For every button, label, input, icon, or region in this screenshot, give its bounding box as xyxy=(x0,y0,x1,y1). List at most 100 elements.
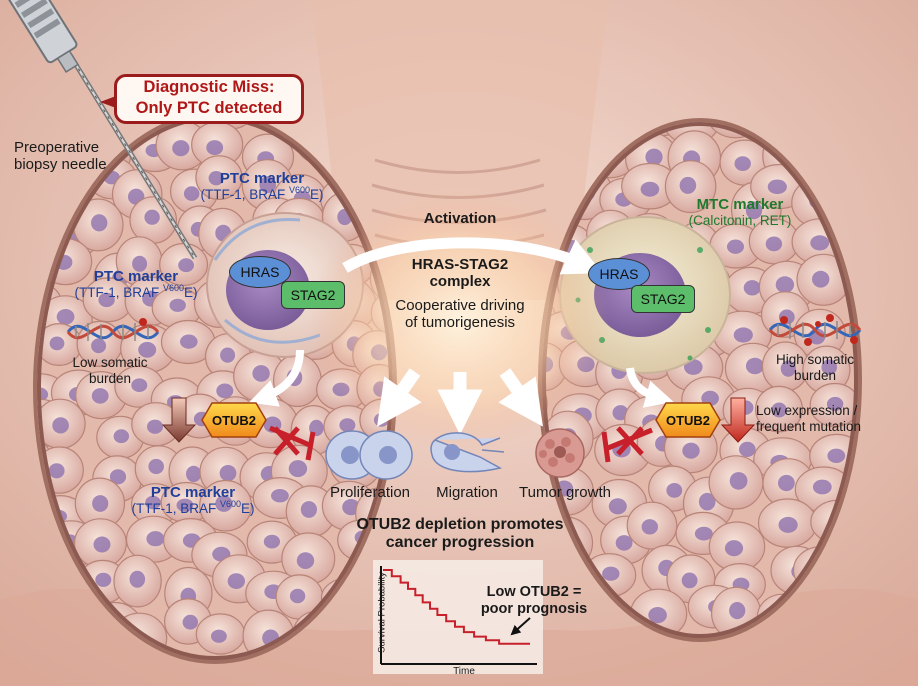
cell-nucleus xyxy=(131,378,148,393)
callout-pointer xyxy=(100,96,116,108)
cell-nucleus xyxy=(252,365,270,382)
cell-nucleus xyxy=(821,359,837,376)
outcome-tumor-growth: Tumor growth xyxy=(519,484,611,501)
cell-nucleus xyxy=(641,519,658,535)
cell-nucleus xyxy=(694,526,713,541)
cell-nucleus xyxy=(259,176,277,194)
ptc-marker-top: PTC marker (TTF-1, BRAF V600E) xyxy=(200,170,324,203)
left-otub2-label: OTUB2 xyxy=(211,412,257,428)
left-burden-label: Low somatic burden xyxy=(72,355,148,386)
outcome-migration: Migration xyxy=(436,484,498,501)
cell-nucleus xyxy=(767,179,787,195)
cell-nucleus xyxy=(701,390,719,406)
cell-nucleus xyxy=(812,270,830,288)
tumor-growth-arrow-icon xyxy=(498,368,543,427)
cell-nucleus xyxy=(93,536,111,553)
cell-nucleus xyxy=(679,176,697,194)
cell-nucleus xyxy=(206,140,224,156)
left-otub2-arrow-icon xyxy=(248,349,304,407)
migration-cell-icon xyxy=(430,432,505,473)
cell-nucleus xyxy=(145,495,161,510)
cell-nucleus xyxy=(220,347,236,363)
outcome-proliferation: Proliferation xyxy=(329,484,411,501)
cell-nucleus xyxy=(132,255,148,272)
cell-nucleus xyxy=(227,573,245,589)
cell-nucleus xyxy=(734,156,751,172)
cell-nucleus xyxy=(339,418,356,432)
cell-nucleus xyxy=(208,171,224,186)
cell-nucleus xyxy=(289,588,306,604)
cell-nucleus xyxy=(826,396,844,412)
left-decrease-arrow-icon xyxy=(161,397,197,443)
cell-nucleus xyxy=(648,607,667,624)
cell-nucleus xyxy=(211,629,227,643)
right-inhibition-icon xyxy=(601,426,653,463)
cell-nucleus xyxy=(49,336,65,351)
cell-nucleus xyxy=(91,388,109,404)
cell-nucleus xyxy=(780,360,796,377)
cell-nucleus xyxy=(182,614,198,630)
survival-xlabel: Time xyxy=(453,666,475,677)
proliferation-cell-icon xyxy=(325,430,413,480)
cell-nucleus xyxy=(288,460,308,478)
cell-nucleus xyxy=(138,341,157,358)
cell-nucleus xyxy=(739,441,756,457)
tumor-growth-icon xyxy=(535,428,585,478)
hras-stag2-complex: HRAS-STAG2 complex Cooperative driving o… xyxy=(395,256,525,331)
cell-nucleus xyxy=(615,535,633,551)
activation-label: Activation xyxy=(423,210,497,227)
cell-nucleus xyxy=(729,472,748,490)
cell-nucleus xyxy=(109,469,127,485)
cell-nucleus xyxy=(812,479,832,495)
cell-nucleus xyxy=(682,442,700,459)
cell-nucleus xyxy=(183,186,200,201)
cell-nucleus xyxy=(95,572,112,587)
cell-nucleus xyxy=(147,419,163,434)
cell-nucleus xyxy=(148,458,164,475)
activation-arrow-icon xyxy=(342,237,603,275)
cell-nucleus xyxy=(215,495,233,512)
cell-nucleus xyxy=(698,492,716,511)
right-decrease-arrow-icon xyxy=(720,397,756,443)
cell-nucleus xyxy=(178,258,195,273)
proliferation-arrow-icon xyxy=(377,368,422,427)
diagnostic-miss-callout: Diagnostic Miss: Only PTC detected xyxy=(114,74,304,124)
cell-nucleus xyxy=(146,531,165,547)
cell-nucleus xyxy=(775,276,795,294)
left-stag2-protein: STAG2 xyxy=(281,281,345,309)
ptc-marker-bottom: PTC marker (TTF-1, BRAF V600E) xyxy=(131,484,255,517)
cell-nucleus xyxy=(296,552,315,569)
cell-nucleus xyxy=(778,474,795,492)
right-stag2-protein: STAG2 xyxy=(631,285,695,313)
ptc-marker-middle: PTC marker (TTF-1, BRAF V600E) xyxy=(74,268,198,301)
left-inhibition-icon xyxy=(269,425,316,461)
needle-label: Preoperative biopsy needle xyxy=(14,139,107,174)
cell-nucleus xyxy=(640,181,660,197)
cell-nucleus xyxy=(771,402,787,418)
cell-nucleus xyxy=(645,148,663,166)
cell-nucleus xyxy=(666,483,683,498)
cell-nucleus xyxy=(724,540,744,557)
cell-nucleus xyxy=(810,235,830,251)
biopsy-needle-icon xyxy=(7,0,198,260)
right-otub2-arrow-icon xyxy=(626,367,674,408)
cell-nucleus xyxy=(172,140,190,157)
cell-nucleus xyxy=(216,383,234,399)
cell-nucleus xyxy=(271,489,289,503)
callout-line1: Diagnostic Miss: xyxy=(143,78,275,96)
cell-nucleus xyxy=(180,334,198,349)
survival-curve xyxy=(383,569,530,645)
cell-nucleus xyxy=(765,236,783,252)
cell-nucleus xyxy=(727,239,744,254)
cell-nucleus xyxy=(129,570,146,588)
cell-nucleus xyxy=(729,602,746,620)
right-burden-label: High somatic burden xyxy=(775,352,855,383)
cell-nucleus xyxy=(778,516,798,533)
prognosis-pointer-icon xyxy=(510,617,531,636)
cell-nucleus xyxy=(263,534,280,549)
cell-nucleus xyxy=(56,309,75,325)
survival-chart xyxy=(373,560,543,674)
survival-ylabel: Survival Probability xyxy=(376,572,388,653)
cell-nucleus xyxy=(98,292,115,308)
